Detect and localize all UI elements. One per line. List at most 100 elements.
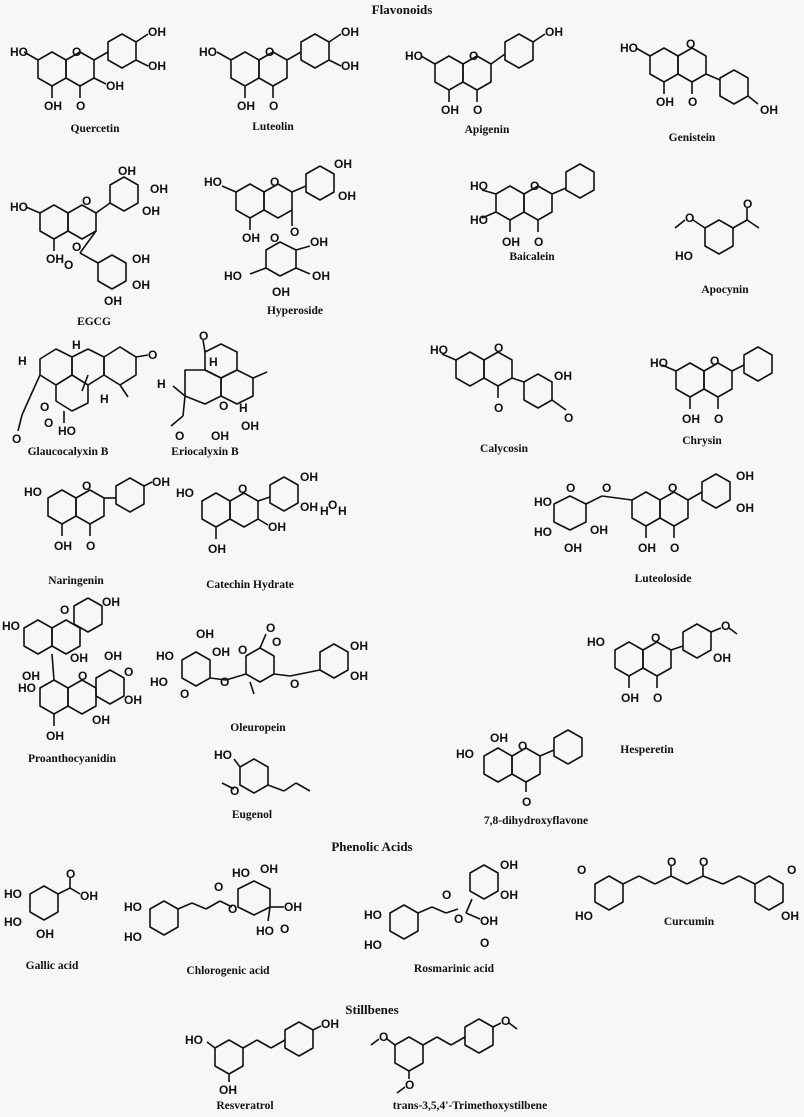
svg-text:O: O bbox=[454, 912, 463, 926]
svg-text:HO: HO bbox=[204, 175, 222, 189]
svg-text:HO: HO bbox=[364, 938, 382, 952]
compound-label-calycosin: Calycosin bbox=[480, 443, 528, 455]
svg-text:HO: HO bbox=[10, 200, 28, 214]
compound-label-quercetin: Quercetin bbox=[70, 123, 120, 135]
svg-text:O: O bbox=[501, 1014, 510, 1028]
svg-text:OH: OH bbox=[237, 99, 255, 113]
compound-label-luteolin: Luteolin bbox=[252, 121, 294, 133]
svg-text:OH: OH bbox=[104, 294, 122, 308]
svg-text:O: O bbox=[180, 687, 189, 701]
svg-text:O: O bbox=[494, 401, 503, 415]
svg-text:OH: OH bbox=[150, 182, 168, 196]
svg-text:OH: OH bbox=[36, 927, 54, 941]
svg-text:O: O bbox=[667, 855, 676, 869]
svg-text:HO: HO bbox=[224, 269, 242, 283]
svg-text:OH: OH bbox=[341, 59, 359, 73]
svg-text:OH: OH bbox=[590, 523, 608, 537]
svg-text:O: O bbox=[265, 45, 274, 59]
compound-label-curcumin: Curcumin bbox=[663, 916, 715, 928]
svg-text:O: O bbox=[651, 631, 660, 645]
svg-text:OH: OH bbox=[350, 669, 368, 683]
svg-text:OH: OH bbox=[682, 412, 700, 426]
compound-label-chrysin: Chrysin bbox=[682, 435, 722, 447]
svg-text:H: H bbox=[100, 392, 109, 406]
compound-label-trimethoxystilbene: trans-3,5,4'-Trimethoxystilbene bbox=[392, 1100, 548, 1112]
svg-text:OH: OH bbox=[554, 369, 572, 383]
svg-text:O: O bbox=[82, 194, 91, 208]
svg-text:O: O bbox=[379, 1030, 388, 1044]
svg-text:OH: OH bbox=[104, 649, 122, 663]
svg-text:O: O bbox=[721, 619, 730, 633]
svg-text:OH: OH bbox=[219, 1083, 237, 1097]
svg-text:OH: OH bbox=[106, 79, 124, 93]
compound-label-baicalein: Baicalein bbox=[509, 251, 555, 263]
svg-text:HO: HO bbox=[24, 485, 42, 499]
eugenol-structure-icon: HOO bbox=[214, 748, 311, 798]
svg-text:O: O bbox=[269, 99, 278, 113]
svg-text:OH: OH bbox=[124, 693, 142, 707]
svg-text:OH: OH bbox=[760, 103, 778, 117]
svg-text:OH: OH bbox=[22, 669, 40, 683]
compound-label-rosmarinic-acid: Rosmarinic acid bbox=[413, 963, 495, 975]
svg-text:OH: OH bbox=[152, 475, 170, 489]
svg-text:OH: OH bbox=[350, 639, 368, 653]
svg-text:HO: HO bbox=[405, 49, 423, 63]
svg-text:OH: OH bbox=[564, 541, 582, 555]
svg-text:HO: HO bbox=[470, 213, 488, 227]
svg-text:OH: OH bbox=[500, 858, 518, 872]
svg-text:O: O bbox=[710, 354, 719, 368]
svg-text:O: O bbox=[238, 643, 247, 657]
svg-text:OH: OH bbox=[490, 731, 508, 745]
svg-text:OH: OH bbox=[310, 235, 328, 249]
svg-text:OH: OH bbox=[142, 204, 160, 218]
svg-text:O: O bbox=[60, 603, 69, 617]
apocynin-structure-icon: OO HO bbox=[674, 197, 760, 263]
svg-text:O: O bbox=[494, 341, 503, 355]
svg-text:OH: OH bbox=[44, 99, 62, 113]
svg-text:OH: OH bbox=[321, 1017, 339, 1031]
svg-text:O: O bbox=[214, 880, 223, 894]
svg-text:OH: OH bbox=[196, 627, 214, 641]
svg-text:O: O bbox=[40, 400, 49, 414]
svg-text:OH: OH bbox=[284, 900, 302, 914]
svg-text:OH: OH bbox=[621, 691, 639, 705]
compound-label-7-8-dihydroxyflavone: 7,8-dihydroxyflavone bbox=[483, 815, 589, 827]
svg-text:HO: HO bbox=[156, 649, 174, 663]
compound-label-glaucocalyxin-b: Glaucocalyxin B bbox=[27, 446, 109, 458]
svg-text:O: O bbox=[686, 37, 695, 51]
svg-text:OH: OH bbox=[242, 231, 260, 245]
svg-text:O: O bbox=[64, 258, 73, 272]
svg-text:OH: OH bbox=[132, 252, 150, 266]
section-title-flavonoids: Flavonoids bbox=[371, 2, 433, 17]
svg-text:O: O bbox=[714, 412, 723, 426]
svg-text:O: O bbox=[124, 665, 133, 679]
compound-label-chlorogenic-acid: Chlorogenic acid bbox=[186, 965, 270, 977]
svg-text:OH: OH bbox=[260, 862, 278, 876]
svg-text:OH: OH bbox=[441, 103, 459, 117]
svg-text:O: O bbox=[534, 235, 543, 249]
svg-text:O: O bbox=[219, 399, 228, 413]
svg-text:O: O bbox=[238, 482, 247, 496]
compound-label-hyperoside: Hyperoside bbox=[266, 305, 324, 317]
svg-text:H: H bbox=[338, 504, 347, 518]
svg-text:O: O bbox=[72, 45, 81, 59]
section-title-phenolic-acids: Phenolic Acids bbox=[331, 839, 413, 854]
svg-text:OH: OH bbox=[736, 469, 754, 483]
